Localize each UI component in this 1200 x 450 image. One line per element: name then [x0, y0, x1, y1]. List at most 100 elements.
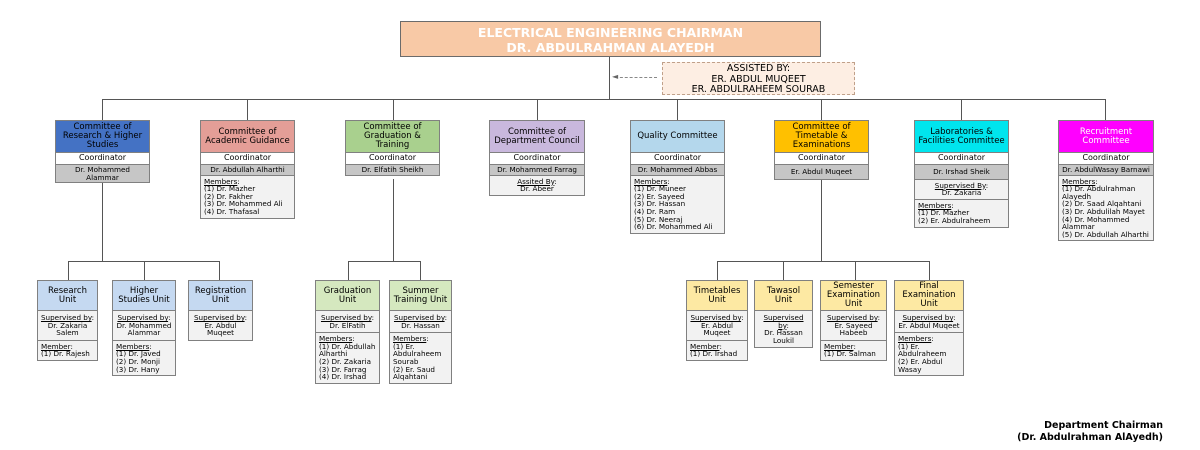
unit-title: Graduation Unit — [316, 281, 379, 311]
arrow-left-icon: ◄ — [612, 72, 619, 81]
chairman-name: DR. ABDULRAHMAN ALAYEDH — [506, 40, 715, 55]
member: (1) Dr. Muneer — [634, 184, 686, 194]
signature-block: Department Chairman (Dr. Abdulrahman AlA… — [1017, 420, 1163, 443]
supervised-label: Supervised By — [934, 180, 986, 190]
unit-graduation: Graduation Unit Supervised by: Dr. ElFat… — [315, 280, 380, 384]
members-block: Members: (1) Dr. Muneer (2) Er. Sayeed (… — [631, 175, 724, 233]
committee-timetable: Committee of Timetable & Examinations Co… — [774, 120, 869, 180]
members-label: Members — [1062, 176, 1096, 186]
coordinator-label: Coordinator — [1059, 153, 1153, 165]
unit-semester-exam: Semester Examination Unit Supervised by:… — [820, 280, 887, 361]
supervised-block: Supervised by: Er. Sayeed Habeeb — [821, 311, 886, 341]
committee-labs: Laboratories & Facilities Committee Coor… — [914, 120, 1009, 228]
footer-title: Department Chairman — [1044, 420, 1163, 431]
member: (4) Dr. Ram — [634, 206, 676, 216]
supervised-label: Supervised by — [393, 313, 445, 322]
coordinator-name: Dr. Irshad Sheik — [915, 165, 1008, 180]
committee-title: Committee of Graduation & Training — [346, 121, 439, 153]
assisted-box: ASSISTED BY: ER. ABDUL MUQEET ER. ABDULR… — [662, 62, 855, 95]
supervised-name: Dr. Hassan — [401, 320, 440, 330]
member: (1) Dr. Abdulrahman Alayedh — [1062, 184, 1136, 201]
supervised-block: Supervised by: Er. Abdul Muqeet — [895, 311, 963, 334]
drop-5 — [677, 99, 678, 120]
supervised-block: Supervised By: Dr. Zakaria — [915, 179, 1008, 200]
footer-name: (Dr. Abdulrahman AlAyedh) — [1017, 431, 1163, 443]
committee-title: Committee of Research & Higher Studies — [56, 121, 149, 153]
member: (1) Dr. Irshad — [690, 349, 738, 359]
members-label: Members — [204, 176, 238, 186]
supervised-label: Supervised by — [690, 313, 742, 322]
member: (3) Dr. Abdulilah Mayet — [1062, 206, 1145, 216]
members-label: Members — [634, 176, 668, 186]
members-label: Members — [898, 334, 932, 344]
supervised-label: Supervised by — [826, 313, 878, 322]
member: (3) Dr. Mohammed Ali — [204, 199, 283, 209]
assisted-name-2: ER. ABDULRAHEEM SOURAB — [691, 84, 826, 95]
members-block: Members: (1) Dr. Abdulrahman Alayedh (2)… — [1059, 175, 1153, 241]
member: (2) Dr. Fakher — [204, 191, 253, 201]
members-block: Members: (1) Dr. Mazher (2) Er. Abdulrah… — [915, 199, 1008, 227]
members-label: Member — [41, 341, 71, 351]
members-block: Members: (1) Dr. Mazher (2) Dr. Fakher (… — [201, 175, 294, 218]
assisted-label: Assited By — [517, 176, 555, 186]
coordinator-name: Dr. Mohammed Farrag — [490, 165, 584, 176]
supervised-name: Er. Abdul Muqeet — [701, 320, 733, 338]
unit-title: Final Examination Unit — [895, 281, 963, 311]
supervised-label: Supervised by — [117, 313, 169, 322]
research-stem — [102, 181, 103, 261]
unit-summer-training: Summer Training Unit Supervised by: Dr. … — [389, 280, 452, 384]
unit-registration: Registration Unit Supervised by: Er. Abd… — [188, 280, 253, 341]
coordinator-label: Coordinator — [631, 153, 724, 165]
drop-1 — [102, 99, 103, 120]
members-block: Members: (1) Dr. Abdullah Alharthi (2) D… — [316, 333, 379, 383]
drop-8 — [1105, 99, 1106, 120]
supervised-name: Dr. Zakaria Salem — [47, 320, 88, 338]
unit-higher-studies: Higher Studies Unit Supervised by: Dr. M… — [112, 280, 176, 377]
unit-title: Higher Studies Unit — [113, 281, 175, 311]
committee-title: Quality Committee — [631, 121, 724, 153]
coordinator-name: Er. Abdul Muqeet — [775, 165, 868, 179]
member: (3) Dr. Hassan — [634, 199, 686, 209]
unit-drop-6 — [717, 261, 718, 280]
coordinator-name: Dr. Mohammed Abbas — [631, 165, 724, 176]
unit-timetables: Timetables Unit Supervised by: Er. Abdul… — [686, 280, 748, 361]
chairman-box: ELECTRICAL ENGINEERING CHAIRMAN DR. ABDU… — [400, 21, 821, 57]
coordinator-name: Dr. Abdullah Alharthi — [201, 165, 294, 176]
members-block: Members: (1) Er. Abdulraheem (2) Er. Abd… — [895, 333, 963, 376]
unit-title: Registration Unit — [189, 281, 252, 311]
drop-2 — [247, 99, 248, 120]
members-label: Members — [116, 341, 150, 351]
unit-drop-8 — [855, 261, 856, 280]
member: (2) Dr. Monji — [116, 356, 161, 366]
member: (3) Dr. Hany — [116, 364, 160, 374]
member: (1) Er. Abdulraheem Sourab — [393, 341, 442, 366]
unit-title: Timetables Unit — [687, 281, 747, 311]
assisted-label: ASSISTED BY: — [726, 63, 791, 74]
coordinator-name: Dr. AbdulWasay Barnawi — [1059, 165, 1153, 176]
unit-tawasol: Tawasol Unit Supervised by: Dr. Hassan L… — [754, 280, 813, 349]
member: (1) Dr. Javed — [116, 349, 161, 359]
unit-drop-2 — [144, 261, 145, 280]
coordinator-label: Coordinator — [490, 153, 584, 165]
supervised-block: Supervised by: Dr. Hassan Loukil — [755, 311, 812, 348]
coordinator-label: Coordinator — [915, 153, 1008, 165]
supervised-name: Dr. Zakaria — [941, 188, 982, 198]
member: (5) Dr. Abdullah Alharthi — [1062, 229, 1149, 239]
supervised-name: Dr. Hassan Loukil — [764, 328, 803, 345]
members-block: Member: (1) Dr. Irshad — [687, 340, 747, 360]
committee-bus — [102, 99, 1106, 100]
unit-drop-7 — [783, 261, 784, 280]
assisted-name-1: ER. ABDUL MUQEET — [711, 73, 806, 85]
unit-title: Semester Examination Unit — [821, 281, 886, 311]
committee-title: Committee of Department Council — [490, 121, 584, 153]
member: (5) Dr. Neeraj — [634, 214, 683, 224]
committee-academic: Committee of Academic Guidance Coordinat… — [200, 120, 295, 219]
member: (2) Dr. Zakaria — [319, 356, 371, 366]
drop-6 — [821, 99, 822, 120]
graduation-bus — [348, 261, 420, 262]
timetable-stem — [821, 179, 822, 261]
member: (3) Dr. Farrag — [319, 364, 367, 374]
graduation-stem — [393, 179, 394, 261]
chair-stem — [609, 57, 610, 99]
supervised-block: Supervised by: Dr. ElFatih — [316, 311, 379, 334]
